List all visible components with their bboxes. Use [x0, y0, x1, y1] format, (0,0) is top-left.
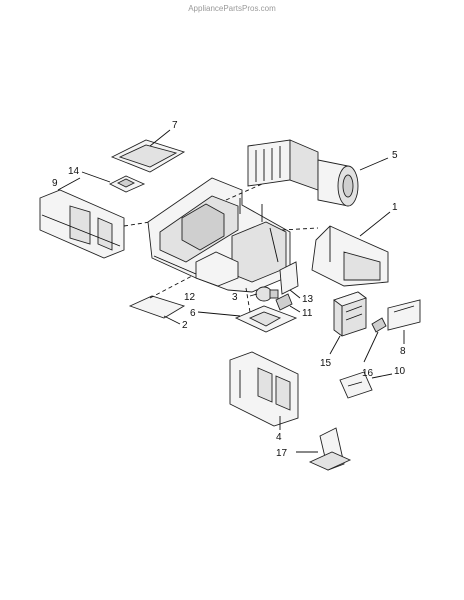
part-2-cover-plate[interactable]: [128, 275, 193, 325]
callout-1: 1: [392, 202, 398, 213]
part-6-bottom-shield[interactable]: [197, 287, 298, 333]
callout-7: 7: [172, 120, 178, 131]
watermark: AppliancePartsPros.com: [188, 4, 276, 13]
part-15-transformer[interactable]: [329, 291, 367, 355]
part-13-panel[interactable]: [279, 261, 301, 299]
callout-5: 5: [392, 150, 398, 161]
callout-9: 9: [52, 178, 58, 189]
part-5-blower-assembly[interactable]: [247, 139, 389, 207]
callout-3: 3: [232, 292, 238, 303]
part-1-air-duct[interactable]: [311, 211, 391, 287]
callout-15: 15: [320, 358, 332, 369]
part-7-filter-plate[interactable]: [110, 129, 186, 173]
callout-17: 17: [276, 448, 288, 459]
part-10-label[interactable]: [339, 371, 393, 399]
callout-11: 11: [302, 308, 313, 319]
callout-6: 6: [190, 308, 196, 319]
part-4-back-panel[interactable]: [229, 351, 299, 430]
callout-8: 8: [400, 346, 406, 357]
callout-16: 16: [362, 368, 374, 379]
callout-12: 12: [184, 292, 196, 303]
callout-2: 2: [182, 320, 188, 331]
callout-10: 10: [394, 366, 406, 377]
callout-13: 13: [302, 294, 314, 305]
base-cavity-assembly[interactable]: [147, 175, 319, 293]
callout-14: 14: [68, 166, 80, 177]
part-8-control-board[interactable]: [387, 299, 421, 344]
part-14-bracket[interactable]: [81, 171, 146, 193]
part-11-lamp-socket[interactable]: [275, 293, 301, 313]
part-9-side-panel[interactable]: [39, 177, 151, 259]
callout-4: 4: [276, 432, 282, 443]
part-3-lamp[interactable]: [249, 286, 279, 302]
part-16-thermal-switch[interactable]: [363, 317, 387, 363]
part-17-vent[interactable]: [296, 427, 352, 471]
